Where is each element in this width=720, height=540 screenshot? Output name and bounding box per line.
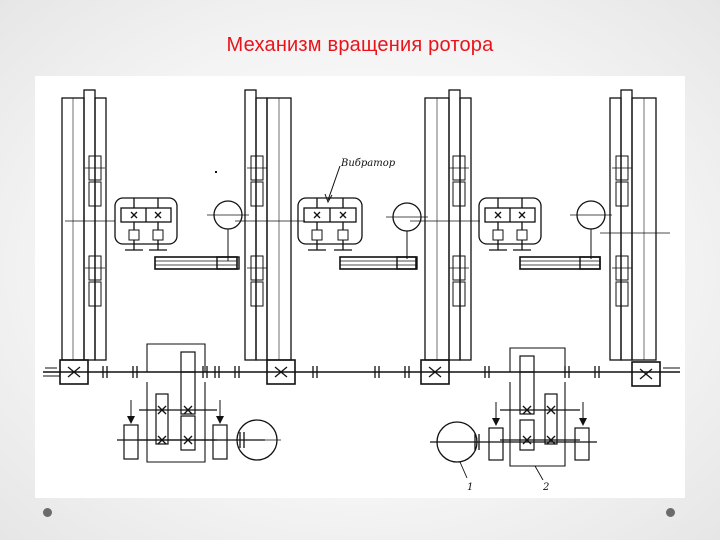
dot-icon-prev[interactable] <box>43 508 52 517</box>
vibrator-unit-1 <box>114 171 249 270</box>
gearbox-left <box>117 343 281 463</box>
main-drive-shaft <box>43 366 680 378</box>
vibrator-unit-2: Вибратор <box>297 158 428 270</box>
slide-title: Механизм вращения ротора <box>226 34 494 56</box>
vibrator-label: Вибратор <box>340 158 396 169</box>
rotor-column-2 <box>235 89 305 385</box>
rotor-column-4 <box>600 89 670 387</box>
callout-2-label: 2 <box>542 482 549 493</box>
dot-icon-next[interactable] <box>666 508 675 517</box>
rotor-column-1 <box>59 89 115 385</box>
gearbox-right: 1 2 <box>430 347 597 493</box>
vibrator-unit-3 <box>478 197 612 270</box>
rotor-column-3 <box>410 89 480 385</box>
mechanism-drawing: Вибратор <box>35 76 685 498</box>
callout-1-label: 1 <box>467 482 473 493</box>
